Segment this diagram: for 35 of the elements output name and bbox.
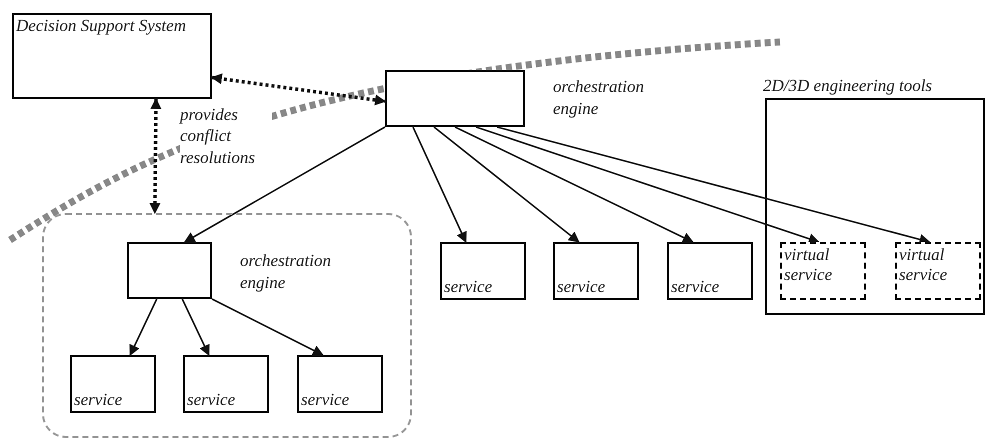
arrow <box>454 126 694 243</box>
dotted-arrow <box>149 98 162 214</box>
virtual-service-box <box>780 242 866 300</box>
process-box <box>385 70 525 127</box>
arrow <box>182 298 210 356</box>
process-box <box>127 242 212 299</box>
service-box <box>553 242 639 300</box>
process-box <box>12 13 212 99</box>
virtual-service-box <box>895 242 981 300</box>
node-label: service <box>556 276 606 298</box>
arrow <box>496 126 930 245</box>
node-label: service <box>300 389 350 411</box>
node-label: service <box>73 389 124 411</box>
node-caption: orchestration engine <box>240 250 332 294</box>
arrow <box>476 126 820 244</box>
arrow <box>129 298 158 356</box>
group-boundary <box>42 213 412 438</box>
node-label: service <box>670 276 720 298</box>
dotted-arrow <box>210 73 386 106</box>
arrow <box>434 126 580 243</box>
node-label: service <box>443 276 494 298</box>
arrow <box>412 126 467 243</box>
service-box <box>183 355 269 413</box>
node-label: service <box>186 389 236 411</box>
container-heading: 2D/3D engineering tools <box>763 76 932 96</box>
node-caption: orchestration engine <box>553 76 645 120</box>
service-box <box>297 355 383 413</box>
node-label: Decision Support System <box>14 15 187 37</box>
service-box <box>667 242 753 300</box>
arrow <box>212 298 324 356</box>
node-label: virtual service <box>783 244 834 286</box>
node-label: virtual service <box>898 244 948 286</box>
service-box <box>70 355 156 413</box>
service-box <box>440 242 526 300</box>
arrow <box>184 126 386 243</box>
